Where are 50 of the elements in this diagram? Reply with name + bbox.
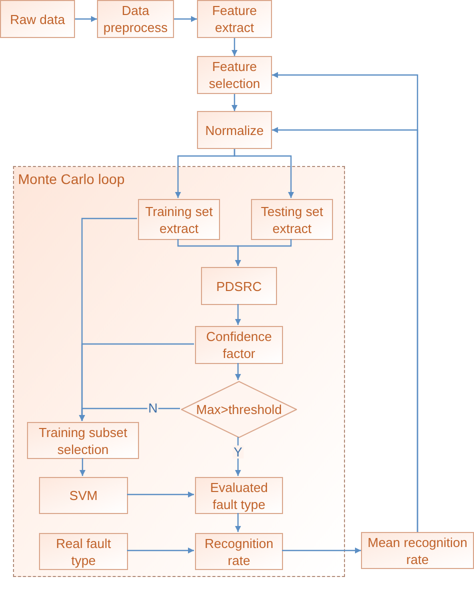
process-box <box>39 477 128 514</box>
process-box <box>195 477 283 514</box>
node-label: PDSRC <box>216 278 262 294</box>
process-box <box>39 533 128 570</box>
node-label: Mean recognition rate <box>366 534 468 568</box>
node-label: SVM <box>69 487 98 504</box>
arrow <box>75 16 97 22</box>
process-box <box>197 0 272 38</box>
node-label: Raw data <box>10 10 65 28</box>
process-box <box>138 199 220 240</box>
process-box <box>197 111 272 149</box>
node-label: Feature selection <box>208 58 262 92</box>
arrow <box>235 363 241 380</box>
edge-label: Y <box>232 446 244 458</box>
process-box <box>361 532 474 569</box>
process-box <box>27 422 139 459</box>
process-box <box>251 199 333 240</box>
node-label: Testing set extract <box>260 202 324 236</box>
arrow <box>232 94 238 111</box>
arrow <box>79 343 194 421</box>
node-label: Max>threshold <box>196 401 282 418</box>
process-box <box>195 326 283 364</box>
node-label: Data preprocess <box>102 2 169 36</box>
arrow <box>232 38 238 56</box>
group-title: Monte Carlo loop <box>18 171 125 188</box>
arrow <box>235 239 292 266</box>
arrow <box>235 513 241 532</box>
loop-group <box>13 166 345 577</box>
process-box <box>0 0 75 38</box>
arrow <box>127 548 194 554</box>
arrow <box>127 492 194 498</box>
process-box <box>197 56 272 94</box>
node-label: Feature extract <box>211 2 258 36</box>
arrow <box>235 304 241 325</box>
node-label: Training subset selection <box>38 424 128 458</box>
node-label: Training set extract <box>144 202 214 236</box>
edge-label: N <box>147 402 159 414</box>
node-label: Confidence factor <box>205 328 273 362</box>
node-label: Evaluated fault type <box>209 478 269 512</box>
arrow <box>282 548 361 554</box>
process-box <box>201 267 277 305</box>
arrow <box>174 16 197 22</box>
decision-diamond <box>181 381 297 438</box>
node-label: Normalize <box>205 122 264 138</box>
process-box <box>195 533 283 570</box>
process-box <box>97 0 174 38</box>
arrow <box>234 149 294 198</box>
node-label: Real fault type <box>55 534 112 568</box>
arrow <box>80 458 86 476</box>
node-label: Recognition rate <box>204 534 274 568</box>
